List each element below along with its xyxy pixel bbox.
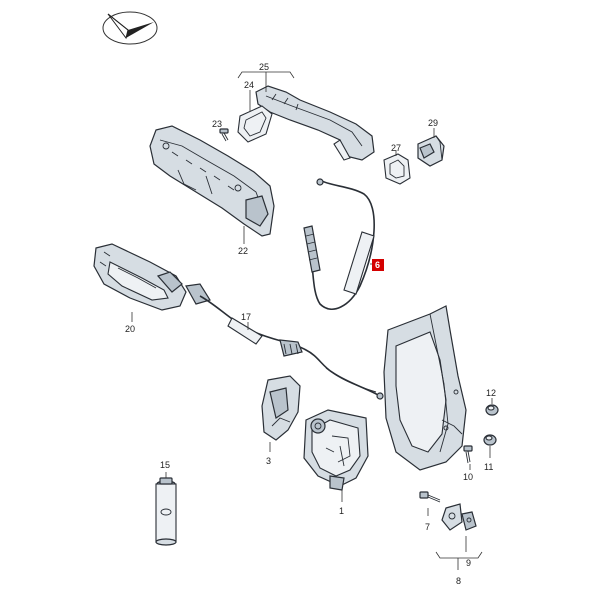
part-7-bolt xyxy=(419,491,441,503)
callout-20: 20 xyxy=(125,324,135,334)
part-10-screw xyxy=(463,445,473,464)
part-23-screw xyxy=(219,128,229,142)
callout-27: 27 xyxy=(391,143,401,153)
callout-3: 3 xyxy=(266,456,271,466)
part-3-lock-cover xyxy=(261,375,301,441)
part-6-bowden-cable xyxy=(303,178,375,310)
part-1-door-lock xyxy=(303,409,369,491)
callout-11: 11 xyxy=(484,462,493,472)
part-22-handle-carrier xyxy=(149,125,275,237)
part-15-canister xyxy=(155,477,177,546)
callout-24: 24 xyxy=(244,80,254,90)
callout-10: 10 xyxy=(463,472,473,482)
part-29-end-cap xyxy=(417,135,445,167)
callout-6-highlight xyxy=(372,259,384,271)
part-20-inner-handle xyxy=(93,243,187,311)
part-24-gasket xyxy=(237,105,273,143)
part-11-plug xyxy=(483,434,497,446)
part-25-outer-handle xyxy=(255,85,375,161)
callout-17: 17 xyxy=(241,312,251,322)
callout-25: 25 xyxy=(259,62,269,72)
part-12-plug xyxy=(485,404,499,416)
part-9-striker-plate xyxy=(441,503,477,531)
callout-1: 1 xyxy=(339,506,344,516)
orientation-arrow-icon xyxy=(102,11,158,45)
callout-7: 7 xyxy=(425,522,430,532)
callout-22: 22 xyxy=(238,246,248,256)
door-shell xyxy=(383,305,467,471)
callout-12: 12 xyxy=(486,388,496,398)
callout-9: 9 xyxy=(466,558,471,568)
part-17-bowden-cable xyxy=(185,283,384,400)
callout-29: 29 xyxy=(428,118,438,128)
callout-23: 23 xyxy=(212,119,222,129)
callout-6: 6 xyxy=(375,260,380,270)
callout-8: 8 xyxy=(456,576,461,586)
part-27-cap-gasket xyxy=(383,153,411,185)
callout-15: 15 xyxy=(160,460,170,470)
